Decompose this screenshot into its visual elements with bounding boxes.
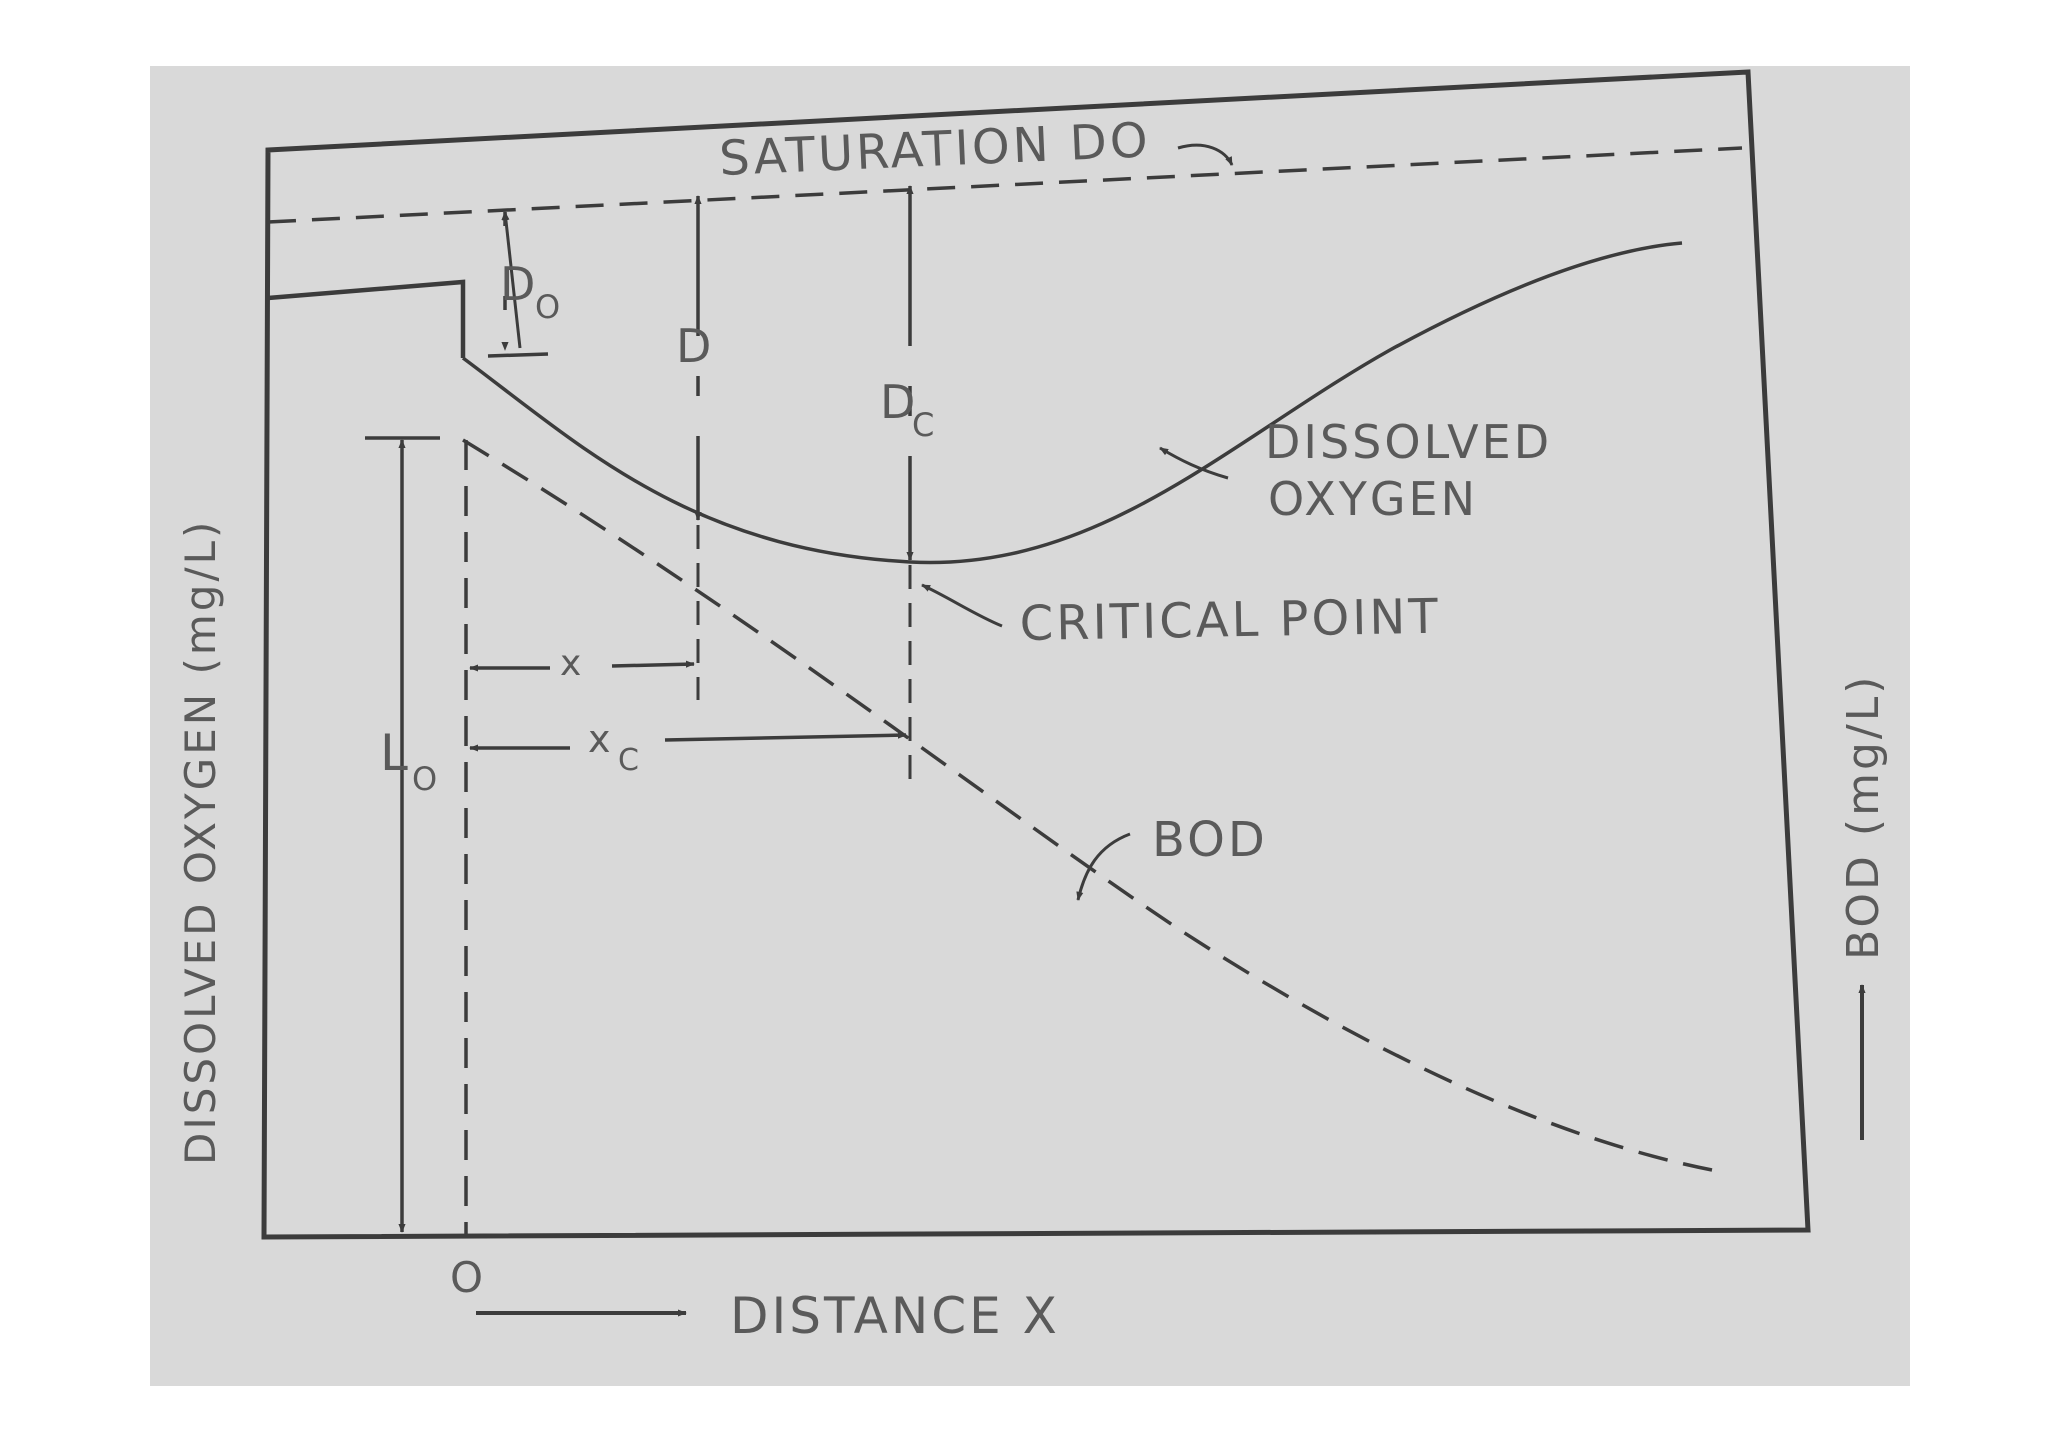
- dc-label-sub: C: [912, 406, 937, 444]
- critical-point-label: CRITICAL POINT: [1019, 589, 1441, 652]
- paper-background: [150, 66, 1910, 1386]
- dissolved-oxygen-curve: [461, 241, 1683, 565]
- dissolved-oxygen-label-line2: OXYGEN: [1268, 472, 1478, 526]
- xc-dimension-right-arrow: [664, 731, 907, 742]
- dc-label-main: D: [880, 375, 918, 429]
- xc-label-sub: C: [618, 743, 642, 778]
- dissolved-oxygen-pointer: [1159, 446, 1229, 480]
- bod-pointer: [1076, 832, 1131, 901]
- d0-label-main: D: [500, 257, 538, 311]
- l0-label-sub: O: [412, 760, 440, 798]
- distance-axis-title: DISTANCE X: [730, 1287, 1060, 1345]
- saturation-do-line: [267, 146, 1743, 224]
- d0-bottom-tick: [487, 352, 549, 358]
- plot-frame: [261, 69, 1811, 1240]
- critical-point-pointer: [921, 583, 1003, 628]
- d0-label-sub: O: [535, 288, 563, 326]
- y-axis-right-title: BOD (mg/L): [1838, 674, 1889, 960]
- origin-label: O: [450, 1253, 486, 1302]
- initial-do-level: [267, 279, 466, 358]
- d-label: D: [676, 319, 714, 373]
- y-axis-left-title: DISSOLVED OXYGEN (mg/L): [176, 519, 225, 1165]
- dissolved-oxygen-label-line1: DISSOLVED: [1265, 415, 1552, 469]
- l0-label-main: L: [380, 724, 411, 782]
- saturation-pointer: [1177, 143, 1234, 166]
- bod-curve: [462, 438, 1713, 1172]
- bod-label: BOD: [1152, 812, 1268, 868]
- x-dimension-right-arrow: [611, 660, 695, 668]
- x-label: x: [560, 643, 584, 684]
- xc-label-main: x: [588, 717, 614, 761]
